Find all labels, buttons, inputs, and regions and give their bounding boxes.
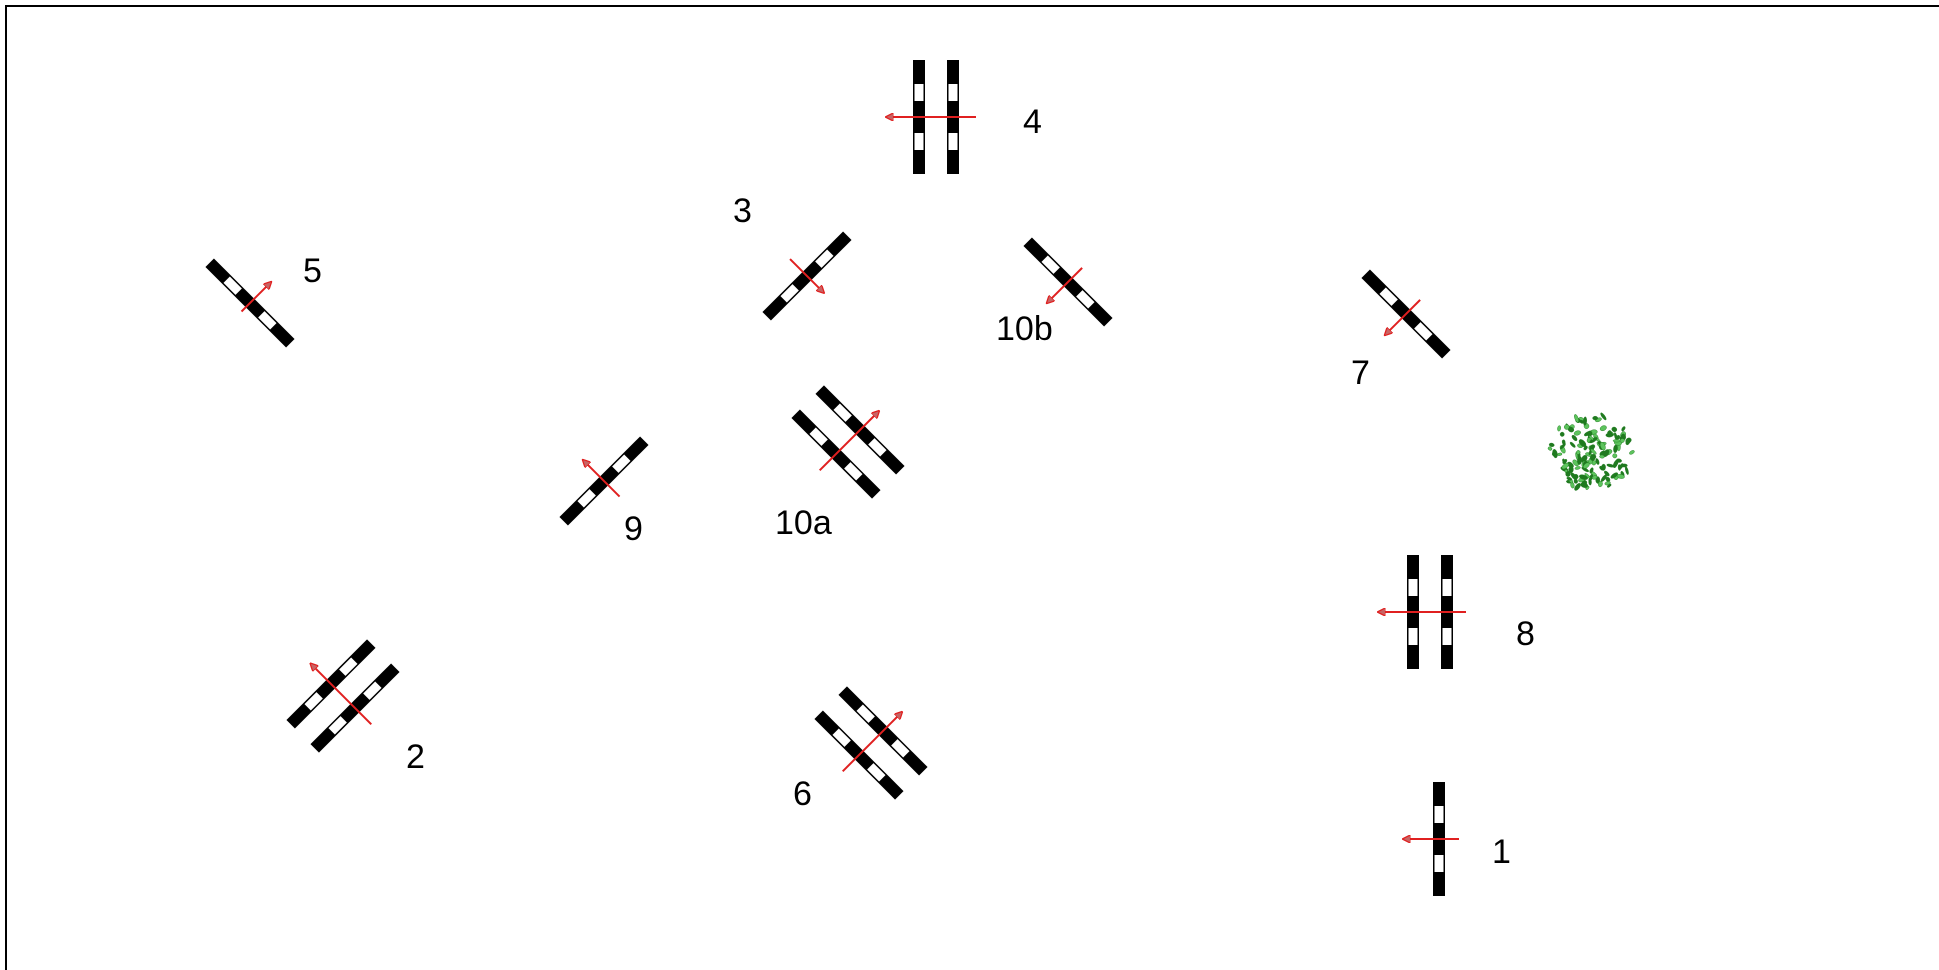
label-jump-5: 5 bbox=[303, 252, 322, 290]
jump-5 bbox=[205, 258, 295, 348]
jump-7 bbox=[1361, 269, 1451, 359]
tree-icon bbox=[1547, 412, 1635, 491]
label-jump-10a: 10a bbox=[775, 504, 832, 542]
frame-border bbox=[5, 5, 1939, 970]
jump-3 bbox=[762, 231, 852, 321]
label-jump-8: 8 bbox=[1516, 615, 1535, 653]
jump-6 bbox=[814, 686, 928, 800]
jump-10a bbox=[791, 385, 905, 499]
label-jump-10b: 10b bbox=[996, 310, 1053, 348]
jump-4 bbox=[886, 60, 976, 174]
jump-8 bbox=[1378, 555, 1466, 669]
label-jump-9: 9 bbox=[624, 510, 643, 548]
jump-9 bbox=[559, 436, 649, 526]
label-jump-4: 4 bbox=[1023, 103, 1042, 141]
label-jump-6: 6 bbox=[793, 775, 812, 813]
label-jump-3: 3 bbox=[733, 192, 752, 230]
label-jump-2: 2 bbox=[406, 738, 425, 776]
jump-2 bbox=[286, 639, 400, 753]
label-jump-7: 7 bbox=[1351, 354, 1370, 392]
label-jump-1: 1 bbox=[1492, 833, 1511, 871]
jump-1 bbox=[1403, 782, 1459, 896]
jump-10b bbox=[1023, 237, 1113, 327]
